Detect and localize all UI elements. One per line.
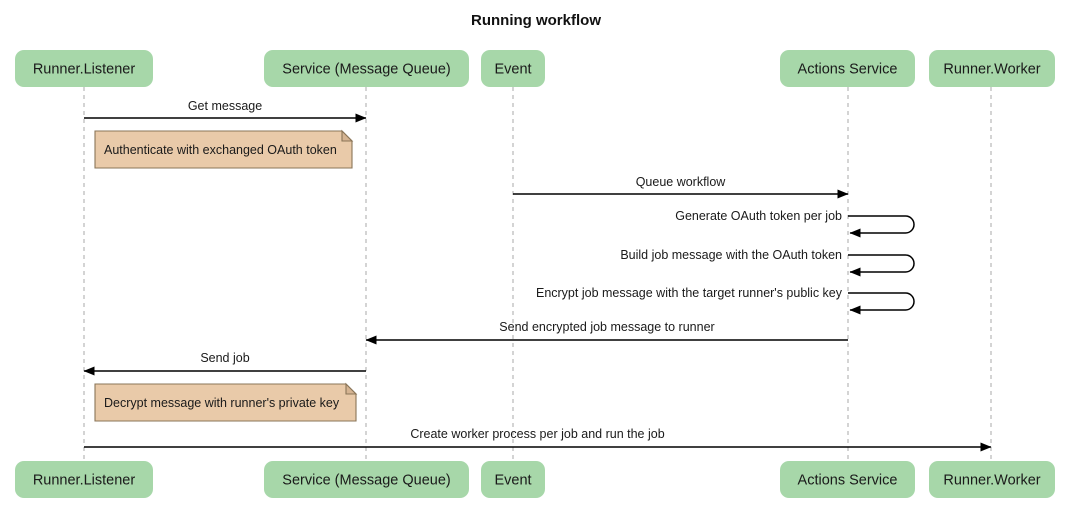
- message-label: Queue workflow: [636, 175, 727, 189]
- message-label: Create worker process per job and run th…: [410, 427, 664, 441]
- participant-runner-listener-bottom[interactable]: Runner.Listener: [15, 461, 153, 498]
- participant-box: [15, 461, 153, 498]
- notes-layer: Authenticate with exchanged OAuth tokenD…: [94, 129, 358, 422]
- message-label: Generate OAuth token per job: [675, 209, 842, 223]
- participant-label: Actions Service: [798, 61, 898, 77]
- note-label: Decrypt message with runner's private ke…: [104, 396, 340, 410]
- participant-label: Runner.Worker: [943, 472, 1040, 488]
- participant-event-bottom[interactable]: Event: [481, 461, 545, 498]
- note-decrypt: Decrypt message with runner's private ke…: [94, 382, 358, 422]
- message-label: Build job message with the OAuth token: [620, 248, 842, 262]
- participant-label: Runner.Listener: [33, 472, 136, 488]
- page-title: Running workflow: [471, 12, 601, 29]
- participant-box: [481, 461, 545, 498]
- lifelines-layer: [83, 87, 992, 461]
- message-encrypt-job-message[interactable]: Encrypt job message with the target runn…: [536, 286, 915, 315]
- message-send-encrypted-job-message[interactable]: Send encrypted job message to runner: [365, 320, 848, 345]
- message-send-job[interactable]: Send job: [83, 351, 366, 376]
- message-create-worker-process[interactable]: Create worker process per job and run th…: [84, 427, 992, 452]
- participant-label: Runner.Worker: [943, 61, 1040, 77]
- participant-actions-service-top[interactable]: Actions Service: [780, 50, 915, 87]
- message-queue-workflow[interactable]: Queue workflow: [513, 175, 849, 199]
- participant-box: [264, 461, 469, 498]
- participant-box: [481, 50, 545, 87]
- participant-event-top[interactable]: Event: [481, 50, 545, 87]
- participant-box: [929, 461, 1055, 498]
- participant-label: Service (Message Queue): [282, 61, 450, 77]
- note-authenticate: Authenticate with exchanged OAuth token: [94, 129, 354, 169]
- self-loop-path: [848, 254, 915, 277]
- message-get-message[interactable]: Get message: [84, 99, 367, 123]
- participant-service-mq-top[interactable]: Service (Message Queue): [264, 50, 469, 87]
- note-body: [94, 383, 357, 422]
- message-label: Send encrypted job message to runner: [499, 320, 714, 334]
- participant-runner-listener-top[interactable]: Runner.Listener: [15, 50, 153, 87]
- participant-box: [780, 461, 915, 498]
- note-fold-corner-icon: [341, 129, 354, 142]
- participant-box: [264, 50, 469, 87]
- note-label: Authenticate with exchanged OAuth token: [104, 143, 337, 157]
- message-generate-oauth-token[interactable]: Generate OAuth token per job: [675, 209, 915, 238]
- participant-box: [15, 50, 153, 87]
- note-body: [94, 130, 353, 169]
- participant-actions-service-bottom[interactable]: Actions Service: [780, 461, 915, 498]
- participant-label: Event: [494, 472, 531, 488]
- self-loop-path: [848, 215, 915, 238]
- message-label: Encrypt job message with the target runn…: [536, 286, 843, 300]
- participant-service-mq-bottom[interactable]: Service (Message Queue): [264, 461, 469, 498]
- participant-label: Event: [494, 61, 531, 77]
- note-fold-corner-icon: [345, 382, 358, 395]
- message-label: Get message: [188, 99, 262, 113]
- message-label: Send job: [200, 351, 249, 365]
- participant-label: Actions Service: [798, 472, 898, 488]
- message-build-job-message[interactable]: Build job message with the OAuth token: [620, 248, 915, 277]
- participant-label: Runner.Listener: [33, 61, 136, 77]
- participant-label: Service (Message Queue): [282, 472, 450, 488]
- participant-runner-worker-bottom[interactable]: Runner.Worker: [929, 461, 1055, 498]
- participant-box: [780, 50, 915, 87]
- participant-box: [929, 50, 1055, 87]
- self-loop-path: [848, 292, 915, 315]
- participant-runner-worker-top[interactable]: Runner.Worker: [929, 50, 1055, 87]
